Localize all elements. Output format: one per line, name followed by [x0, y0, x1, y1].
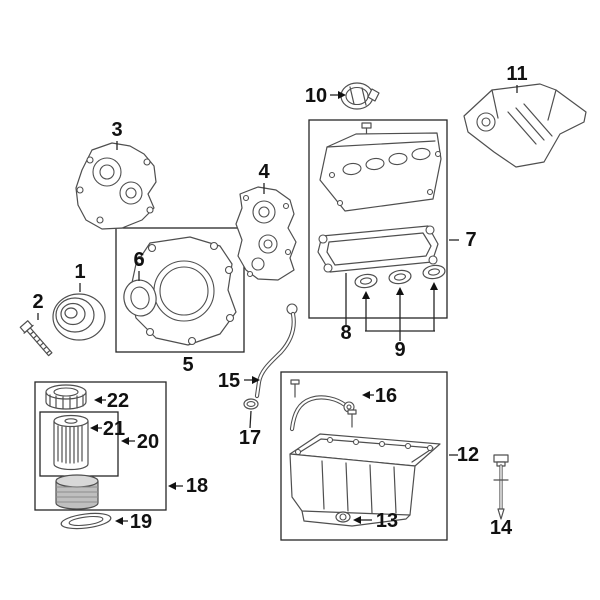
callout-arrow-19	[115, 517, 128, 525]
part-label-19[interactable]: 19	[130, 511, 152, 533]
part-13-drain-plug-drawing[interactable]	[335, 511, 351, 523]
part-8-valve-cover-gasket-drawing[interactable]	[317, 225, 439, 273]
part-label-6[interactable]: 6	[133, 249, 144, 271]
callout-arrow-16	[362, 391, 374, 399]
part-14-oil-level-sensor-drawing[interactable]	[493, 454, 509, 520]
part-22-filter-cap-drawing[interactable]	[45, 384, 87, 410]
part-label-4[interactable]: 4	[258, 161, 270, 183]
group-box-7	[308, 119, 448, 319]
part-label-15[interactable]: 15	[218, 370, 240, 392]
part-label-14[interactable]: 14	[490, 517, 513, 539]
part-4-rear-cover-drawing[interactable]	[235, 186, 297, 281]
part-label-11[interactable]: 11	[506, 63, 527, 85]
part-label-5[interactable]: 5	[182, 354, 193, 376]
part-21-filter-element-drawing[interactable]	[53, 414, 89, 471]
part-5-timing-cover-drawing[interactable]	[128, 236, 237, 346]
part-label-9[interactable]: 9	[394, 339, 405, 361]
callout-line-17	[249, 410, 252, 429]
callout-arrow-13	[353, 516, 372, 524]
part-label-13[interactable]: 13	[376, 510, 398, 532]
part-label-20[interactable]: 20	[137, 431, 159, 453]
part-11-engine-cover-drawing[interactable]	[463, 83, 587, 168]
part-1-crankshaft-pulley-drawing[interactable]	[52, 293, 106, 341]
group-box-18	[34, 381, 167, 511]
part-label-22[interactable]: 22	[107, 390, 129, 412]
group-box-5	[115, 227, 245, 353]
part-12-oil-pan-drawing[interactable]	[289, 433, 441, 527]
callout-arrow-21	[90, 424, 102, 432]
callout-bracket-9	[362, 282, 438, 341]
part-label-21[interactable]: 21	[103, 418, 125, 440]
part-6-seal-drawing[interactable]	[121, 277, 160, 319]
part-label-8[interactable]: 8	[340, 322, 351, 344]
callout-arrow-20	[121, 437, 135, 445]
part-15-dipstick-tube-drawing[interactable]	[254, 303, 298, 399]
part-label-10[interactable]: 10	[305, 85, 327, 107]
part-3-front-cover-drawing[interactable]	[75, 142, 157, 230]
part-label-3[interactable]: 3	[111, 119, 122, 141]
part-label-7[interactable]: 7	[465, 229, 476, 251]
callout-arrow-15	[244, 376, 260, 384]
part-label-12[interactable]: 12	[457, 444, 479, 466]
group-box-12	[280, 371, 448, 541]
part-9-tube-seals-drawing[interactable]	[354, 264, 446, 289]
part-16-pickup-tube-drawing[interactable]	[289, 379, 357, 432]
part-19-gasket-drawing[interactable]	[60, 511, 112, 531]
part-label-18[interactable]: 18	[186, 475, 208, 497]
part-7-valve-cover-drawing[interactable]	[319, 122, 442, 212]
callout-arrow-22	[94, 396, 106, 404]
callout-arrow-18	[168, 482, 183, 490]
part-label-1[interactable]: 1	[74, 261, 85, 283]
part-2-bolt-drawing[interactable]	[19, 320, 54, 358]
part-17-o-ring-drawing[interactable]	[243, 398, 259, 410]
part-18-filter-housing-drawing[interactable]	[55, 474, 99, 510]
part-label-16[interactable]: 16	[375, 385, 397, 407]
part-label-17[interactable]: 17	[239, 427, 261, 449]
part-10-oil-filler-cap-drawing[interactable]	[340, 82, 380, 110]
part-label-2[interactable]: 2	[32, 291, 43, 313]
callout-arrow-10	[330, 91, 346, 99]
